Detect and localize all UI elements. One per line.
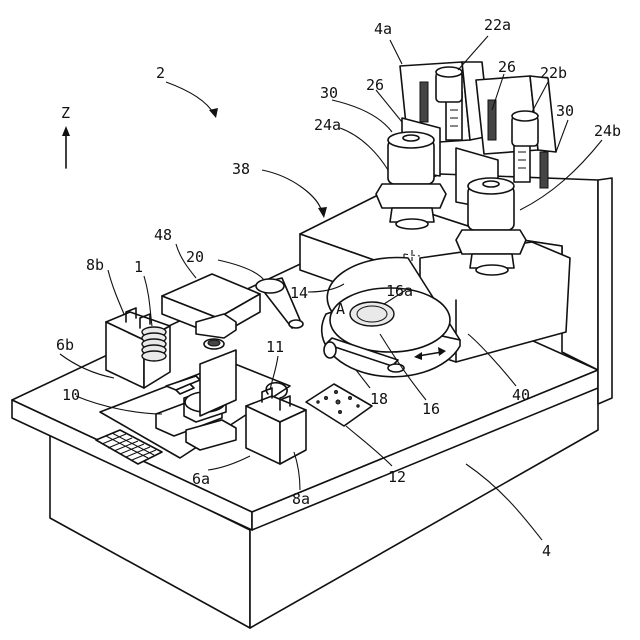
label-4a: 4a <box>374 20 392 38</box>
label-10: 10 <box>62 386 80 404</box>
label-26-right: 26 <box>498 58 516 76</box>
label-16: 16 <box>422 400 440 418</box>
label-26-left: 26 <box>366 76 384 94</box>
label-16a: 16a <box>386 282 413 300</box>
label-2: 2 <box>156 64 165 82</box>
label-38: 38 <box>232 160 250 178</box>
label-11: 11 <box>266 338 284 356</box>
label-22b: 22b <box>540 64 567 82</box>
post-22b-cap <box>512 111 538 146</box>
label-6a: 6a <box>192 470 210 488</box>
label-18: 18 <box>370 390 388 408</box>
label-30-left: 30 <box>320 84 338 102</box>
label-24a: 24a <box>314 116 341 134</box>
wafer-stack-1 <box>142 327 166 361</box>
post-22a-cap <box>436 67 462 102</box>
z-axis-label: Z <box>61 104 70 122</box>
label-6b: 6b <box>56 336 74 354</box>
label-22a: 22a <box>484 16 511 34</box>
label-30-right: 30 <box>556 102 574 120</box>
label-12: 12 <box>388 468 406 486</box>
label-8a: 8a <box>292 490 310 508</box>
label-14: 14 <box>290 284 308 302</box>
z-axis-arrow: Z <box>61 104 70 168</box>
label-A: A <box>336 300 345 318</box>
label-24b: 24b <box>594 122 621 140</box>
label-20: 20 <box>186 248 204 266</box>
label-40: 40 <box>512 386 530 404</box>
label-4: 4 <box>542 542 551 560</box>
label-1: 1 <box>134 258 143 276</box>
label-8b: 8b <box>86 256 104 274</box>
label-48: 48 <box>154 226 172 244</box>
